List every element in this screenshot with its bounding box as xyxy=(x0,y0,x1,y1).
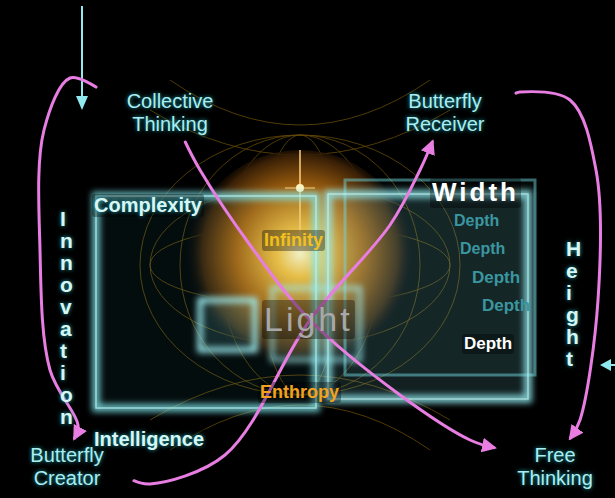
cyan-arrow-right xyxy=(600,359,615,371)
concept-label: Height xyxy=(566,238,572,370)
concept-label: Complexity xyxy=(92,194,204,217)
concept-label: Depth xyxy=(470,268,522,288)
cyan-arrow-top xyxy=(76,6,88,110)
concept-node: Butterfly Receiver xyxy=(377,87,513,139)
concept-label: Enthropy xyxy=(258,382,341,403)
loop-arrow xyxy=(39,78,96,438)
concept-label: Light xyxy=(262,300,355,339)
concept-label: Depth xyxy=(462,334,514,354)
concept-label: Width xyxy=(430,178,521,208)
loop-arrow xyxy=(516,92,601,438)
concept-label: Intelligence xyxy=(92,428,206,451)
concept-node: Butterfly Creator xyxy=(3,441,131,493)
concept-label: Innovation xyxy=(60,208,66,428)
concept-label: Depth xyxy=(480,296,532,316)
concept-label: Infinity xyxy=(262,230,325,251)
concept-label: Depth xyxy=(458,240,507,258)
node-text: Butterfly Creator xyxy=(6,444,128,490)
concept-label: Depth xyxy=(452,212,501,230)
concept-node: Collective Thinking xyxy=(99,87,241,139)
concept-node: Free Thinking xyxy=(497,441,613,493)
node-text: Collective Thinking xyxy=(102,90,238,136)
node-text: Butterfly Receiver xyxy=(380,90,510,136)
node-text: Free Thinking xyxy=(500,444,610,490)
right-frame xyxy=(272,180,535,399)
